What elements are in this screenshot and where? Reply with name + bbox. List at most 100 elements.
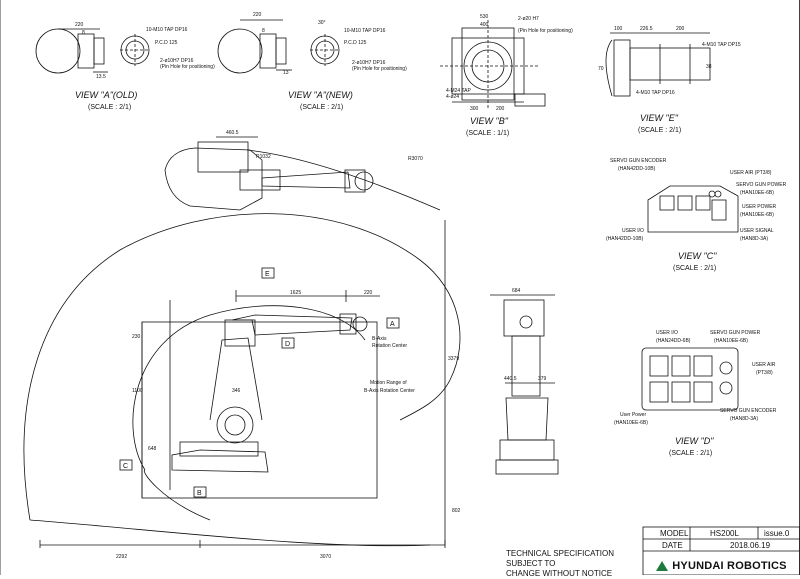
view-d-title: VIEW "D": [675, 436, 714, 446]
dim-1100: 1100: [132, 388, 143, 394]
dim-a-new-30deg: 30°: [318, 20, 326, 26]
note-c-sgp-code: (HAN10EE-6B): [740, 190, 774, 196]
note-d-sgp: SERVO GUN POWER: [710, 330, 761, 336]
dim-4405: 440.5: [504, 376, 517, 382]
note-a-new-tap: 10-M10 TAP DP16: [344, 28, 386, 34]
dim-a-old-8: 8: [82, 30, 85, 36]
dim-3070: 3070: [320, 554, 331, 560]
note-c-sgp: SERVO GUN POWER: [736, 182, 787, 188]
note-e-tap-2: 4-M10 TAP DP16: [636, 90, 675, 96]
model-value: HS200L: [710, 529, 739, 538]
marker-e: E: [265, 271, 270, 278]
view-e-scale: (SCALE : 2/1): [638, 127, 681, 134]
view-a-new-title: VIEW "A"(NEW): [288, 90, 353, 100]
date-label: DATE: [662, 541, 683, 550]
company-logo: HYUNDAI ROBOTICS: [643, 557, 800, 575]
top-view-robot: [164, 136, 441, 211]
note-c-up-code: (HAN10EE-6B): [740, 212, 774, 218]
view-a-old-scale: (SCALE : 2/1): [88, 104, 131, 111]
dim-e-200: 200: [676, 26, 685, 32]
note-c-up: USER POWER: [742, 204, 777, 210]
view-a-old-title: VIEW "A"(OLD): [75, 90, 137, 100]
note-a-old-tap: 10-M10 TAP DP16: [146, 27, 188, 33]
issue-value: issue.0: [764, 529, 790, 538]
note-c-io-code: (HAN42DD-10B): [606, 236, 644, 242]
triangle-logo-icon: [656, 561, 669, 571]
note-a-new-pin-desc: (Pin Hole for positioning): [352, 66, 407, 72]
dim-802: 802: [452, 508, 461, 514]
view-a-new-scale: (SCALE : 2/1): [300, 104, 343, 111]
dim-346: 346: [232, 388, 241, 394]
dim-e-70: 70: [598, 66, 604, 72]
dim-2292: 2292: [116, 554, 127, 560]
note-d-sgp-code: (HAN10EE-6B): [714, 338, 748, 344]
spec-line-1: TECHNICAL SPECIFICATION SUBJECT TO: [506, 549, 615, 568]
motion-range-envelope: [23, 213, 461, 548]
dim-1625: 1625: [290, 290, 301, 296]
dim-a-new-220: 220: [253, 12, 262, 18]
dim-e-38: 38: [706, 64, 712, 70]
view-c-scale: (SCALE : 2/1): [673, 265, 716, 272]
label-b-axis: B-Axis: [372, 336, 387, 342]
note-d-io-code: (HAN24DD-6B): [656, 338, 691, 344]
spec-note: TECHNICAL SPECIFICATION SUBJECT TO CHANG…: [506, 549, 641, 579]
dim-648: 648: [148, 446, 157, 452]
dim-220: 220: [364, 290, 373, 296]
note-d-enc-code: (HAN8D-3A): [730, 416, 758, 422]
note-d-up-code: (HAN10EE-6B): [614, 420, 648, 426]
dim-a-old-220: 220: [75, 22, 84, 28]
dim-3379: 3379: [448, 356, 459, 362]
view-b-drawing: [440, 20, 546, 108]
view-a-new-drawing: [217, 19, 340, 74]
label-motion-range: Motion Range of: [370, 380, 407, 386]
marker-c: C: [123, 463, 128, 470]
dim-230: 230: [132, 334, 141, 340]
note-c-enc: SERVO GUN ENCODER: [610, 158, 667, 164]
dim-b-400: 400: [480, 22, 489, 28]
dim-4605: 460.5: [226, 130, 239, 136]
note-c-enc-code: (HAN42DD-10B): [618, 166, 656, 172]
note-d-air-code: (PT3/8): [756, 370, 773, 376]
note-b-pin-desc: (Pin Hole for positioning): [518, 28, 573, 34]
note-b-hole: 4-ø24: [446, 94, 459, 100]
view-d-scale: (SCALE : 2/1): [669, 450, 712, 457]
view-b-scale: (SCALE : 1/1): [466, 130, 509, 137]
note-d-up: User Power: [620, 412, 646, 418]
view-c-drawing: [647, 185, 739, 233]
marker-a: A: [390, 321, 395, 328]
marker-d: D: [285, 341, 290, 348]
front-view-robot: [490, 294, 559, 475]
view-b-title: VIEW "B": [470, 116, 509, 126]
note-b-pin: 2-ø20 H7: [518, 16, 539, 22]
note-c-us-code: (HAN8D-3A): [740, 236, 768, 242]
view-e-drawing: [605, 32, 711, 97]
note-a-old-pin: 2-ø10H7 DP16: [160, 58, 194, 64]
dim-379: 379: [538, 376, 547, 382]
dim-b-200: 200: [496, 106, 505, 112]
label-rotation-center: Rotation Center: [372, 343, 407, 349]
note-d-air: USER AIR: [752, 362, 776, 368]
note-b-tap: 4-M24 TAP: [446, 88, 471, 94]
note-d-io: USER I/O: [656, 330, 678, 336]
view-markers: [119, 267, 400, 498]
note-d-enc: SERVO GUN ENCODER: [720, 408, 777, 414]
model-label: MODEL: [660, 529, 689, 538]
dim-b-530: 530: [480, 14, 489, 20]
marker-b: B: [197, 490, 202, 497]
note-c-io: USER I/O: [622, 228, 644, 234]
spec-line-2: CHANGE WITHOUT NOTICE: [506, 569, 613, 578]
side-view-robot: [169, 290, 380, 490]
dim-e-2265: 226.5: [640, 26, 653, 32]
note-a-new-pcd: P.C.D 125: [344, 40, 367, 46]
date-value: 2018.06.19: [730, 541, 771, 550]
note-c-air: USER AIR (PT3/8): [730, 170, 772, 176]
dim-684: 684: [512, 288, 521, 294]
dim-e-100: 100: [614, 26, 623, 32]
label-b-axis-rotation-center: B-Axis Rotation Center: [364, 388, 415, 394]
dim-a-old-135: 13.5: [96, 74, 106, 80]
dim-a-new-13: 13: [283, 70, 289, 76]
dim-b-300: 300: [470, 106, 479, 112]
view-e-title: VIEW "E": [640, 113, 679, 123]
view-a-old-drawing: [35, 28, 150, 74]
